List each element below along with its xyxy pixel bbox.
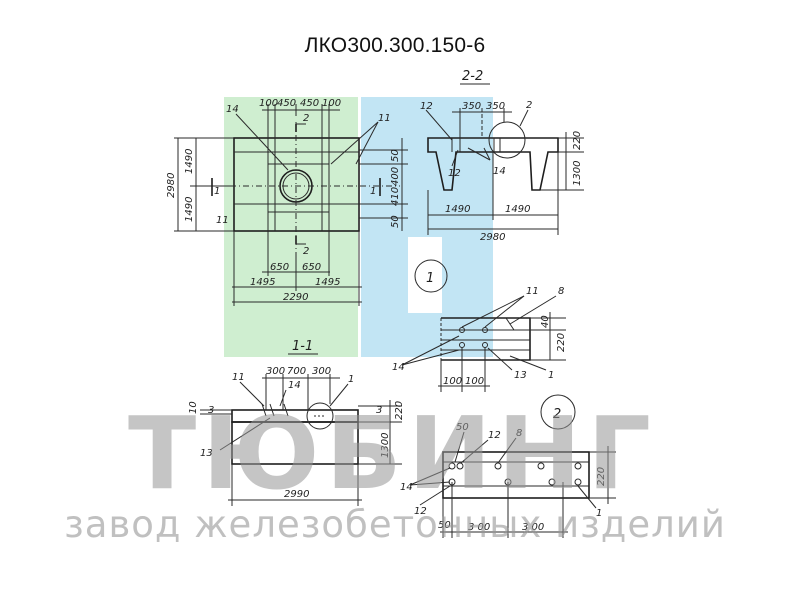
section-2-2-top-dim-2: 350 xyxy=(486,101,505,112)
section-2-2-detail-circle xyxy=(488,121,526,159)
plan-bottom-inner-2: 650 xyxy=(302,262,321,273)
node-2-callout-12: 12 xyxy=(488,430,501,441)
section-2-2-callout-2: 2 xyxy=(526,100,532,111)
node-2-bottom-dim-300-a: 3 00 xyxy=(468,522,490,533)
section-2-2-bottom-dim-2: 1490 xyxy=(505,204,530,215)
section-2-2-callout-12-a: 12 xyxy=(420,101,433,112)
node-1-callout-13: 13 xyxy=(514,370,527,381)
node-1-bottom-dim-1: 100 xyxy=(443,376,462,387)
section-2-2-callout-12-b: 12 xyxy=(448,168,461,179)
watermark-brand: ТЮБИНГ xyxy=(128,395,657,512)
logo-blue-block xyxy=(361,97,493,357)
plan-right-dim-4: 50 xyxy=(390,215,401,228)
plan-section-mark-left: 1 xyxy=(214,186,220,197)
plan-bottom-mid-1: 1495 xyxy=(250,277,275,288)
plan-right-dim-2: 400 xyxy=(390,167,401,186)
watermark-tagline: завод железобетонных изделий xyxy=(64,503,726,546)
node-1-side-dim-40: 40 xyxy=(540,315,551,328)
node-2-bottom-dim-50: 50 xyxy=(438,520,451,531)
logo-green-block xyxy=(224,97,358,357)
node-2-marker: 2 xyxy=(540,394,576,430)
section-2-2: 2-2 2 350 350 12 12 14 220 1300 xyxy=(420,69,584,243)
node-2-callout-50: 50 xyxy=(456,422,469,433)
section-1-1-label: 1-1 xyxy=(292,339,313,354)
section-1-1-detail-circle xyxy=(306,402,334,430)
plan-callout-14: 14 xyxy=(226,104,239,115)
section-1-1-left-dim-3: 3 xyxy=(208,405,214,416)
node-1-callout-1: 1 xyxy=(548,370,554,381)
plan-callout-11-left: 11 xyxy=(216,215,229,226)
section-1-1-right-dim-3: 3 xyxy=(376,405,382,416)
watermark-logo-shapes xyxy=(224,97,493,357)
node-1-marker: 1 xyxy=(414,259,448,293)
node-1-bottom-dim-2: 100 xyxy=(465,376,484,387)
drawing-title: ЛКО300.300.150-6 xyxy=(304,34,486,57)
node-2-label: 2 xyxy=(553,407,561,422)
node-1-callout-11: 11 xyxy=(526,286,539,297)
plan-callout-11-right: 11 xyxy=(378,113,391,124)
node-1-detail: 11 8 14 13 1 40 220 100 100 xyxy=(392,286,567,392)
plan-right-dim-1: 50 xyxy=(390,149,401,162)
section-1-1-left-dim-10: 10 xyxy=(188,401,199,414)
section-2-2-callout-14: 14 xyxy=(493,166,506,177)
plan-cut-mark-top: 2 xyxy=(303,113,309,124)
section-2-2-height-220: 220 xyxy=(572,131,583,150)
section-2-2-label: 2-2 xyxy=(462,69,483,84)
plan-section-mark-right: 1 xyxy=(370,186,376,197)
plan-overall-left: 2980 xyxy=(166,173,177,198)
node-2-side-dim-220: 220 xyxy=(596,467,607,486)
section-2-2-overall: 2980 xyxy=(480,232,505,243)
node-2-callout-8: 8 xyxy=(516,428,522,439)
node-2-callout-1: 1 xyxy=(596,508,602,519)
section-1-1-callout-14: 14 xyxy=(288,380,301,391)
section-1-1-top-dim-2: 700 xyxy=(287,366,306,377)
section-2-2-height-1300: 1300 xyxy=(572,161,583,186)
plan-bottom-inner-1: 650 xyxy=(270,262,289,273)
logo-white-notch xyxy=(408,237,442,313)
section-1-1: 1-1 300 700 300 11 14 1 13 10 3 xyxy=(188,339,405,506)
plan-bottom-overall: 2290 xyxy=(283,292,308,303)
section-2-2-bottom-dim-1: 1490 xyxy=(445,204,470,215)
plan-bottom-mid-2: 1495 xyxy=(315,277,340,288)
section-2-2-top-dim-1: 350 xyxy=(462,101,481,112)
plan-top-dim-3: 450 xyxy=(300,98,319,109)
section-1-1-right-dim-220: 220 xyxy=(394,401,405,420)
plan-top-dim-1: 100 xyxy=(259,98,278,109)
section-1-1-right-dim-1300: 1300 xyxy=(380,433,391,458)
plan-view: 100 450 450 100 2 2 1490 1490 2980 1 1 5… xyxy=(166,98,408,306)
plan-cut-mark-bottom: 2 xyxy=(303,246,309,257)
node-2-bottom-dim-300-b: 3 00 xyxy=(522,522,544,533)
plan-left-dim-2: 1490 xyxy=(184,197,195,222)
node-2-detail: 50 12 8 14 12 1 220 50 3 00 3 00 xyxy=(400,422,616,538)
plan-left-dim-1: 1490 xyxy=(184,149,195,174)
section-1-1-top-dim-1: 300 xyxy=(266,366,285,377)
section-1-1-top-dim-3: 300 xyxy=(312,366,331,377)
section-1-1-body xyxy=(231,421,359,465)
plan-top-dim-2: 450 xyxy=(277,98,296,109)
section-1-1-overall: 2990 xyxy=(284,489,309,500)
node-1-label: 1 xyxy=(426,271,434,286)
node-1-callout-14: 14 xyxy=(392,362,405,373)
plan-top-dim-4: 100 xyxy=(322,98,341,109)
plan-right-dim-3: 410 xyxy=(390,187,401,206)
node-1-callout-8: 8 xyxy=(558,286,564,297)
node-2-callout-12-b: 12 xyxy=(414,506,427,517)
section-1-1-callout-1: 1 xyxy=(348,374,354,385)
section-1-1-callout-11: 11 xyxy=(232,372,245,383)
node-2-callout-14: 14 xyxy=(400,482,413,493)
node-1-side-dim-220: 220 xyxy=(556,333,567,352)
section-1-1-callout-13: 13 xyxy=(200,448,213,459)
